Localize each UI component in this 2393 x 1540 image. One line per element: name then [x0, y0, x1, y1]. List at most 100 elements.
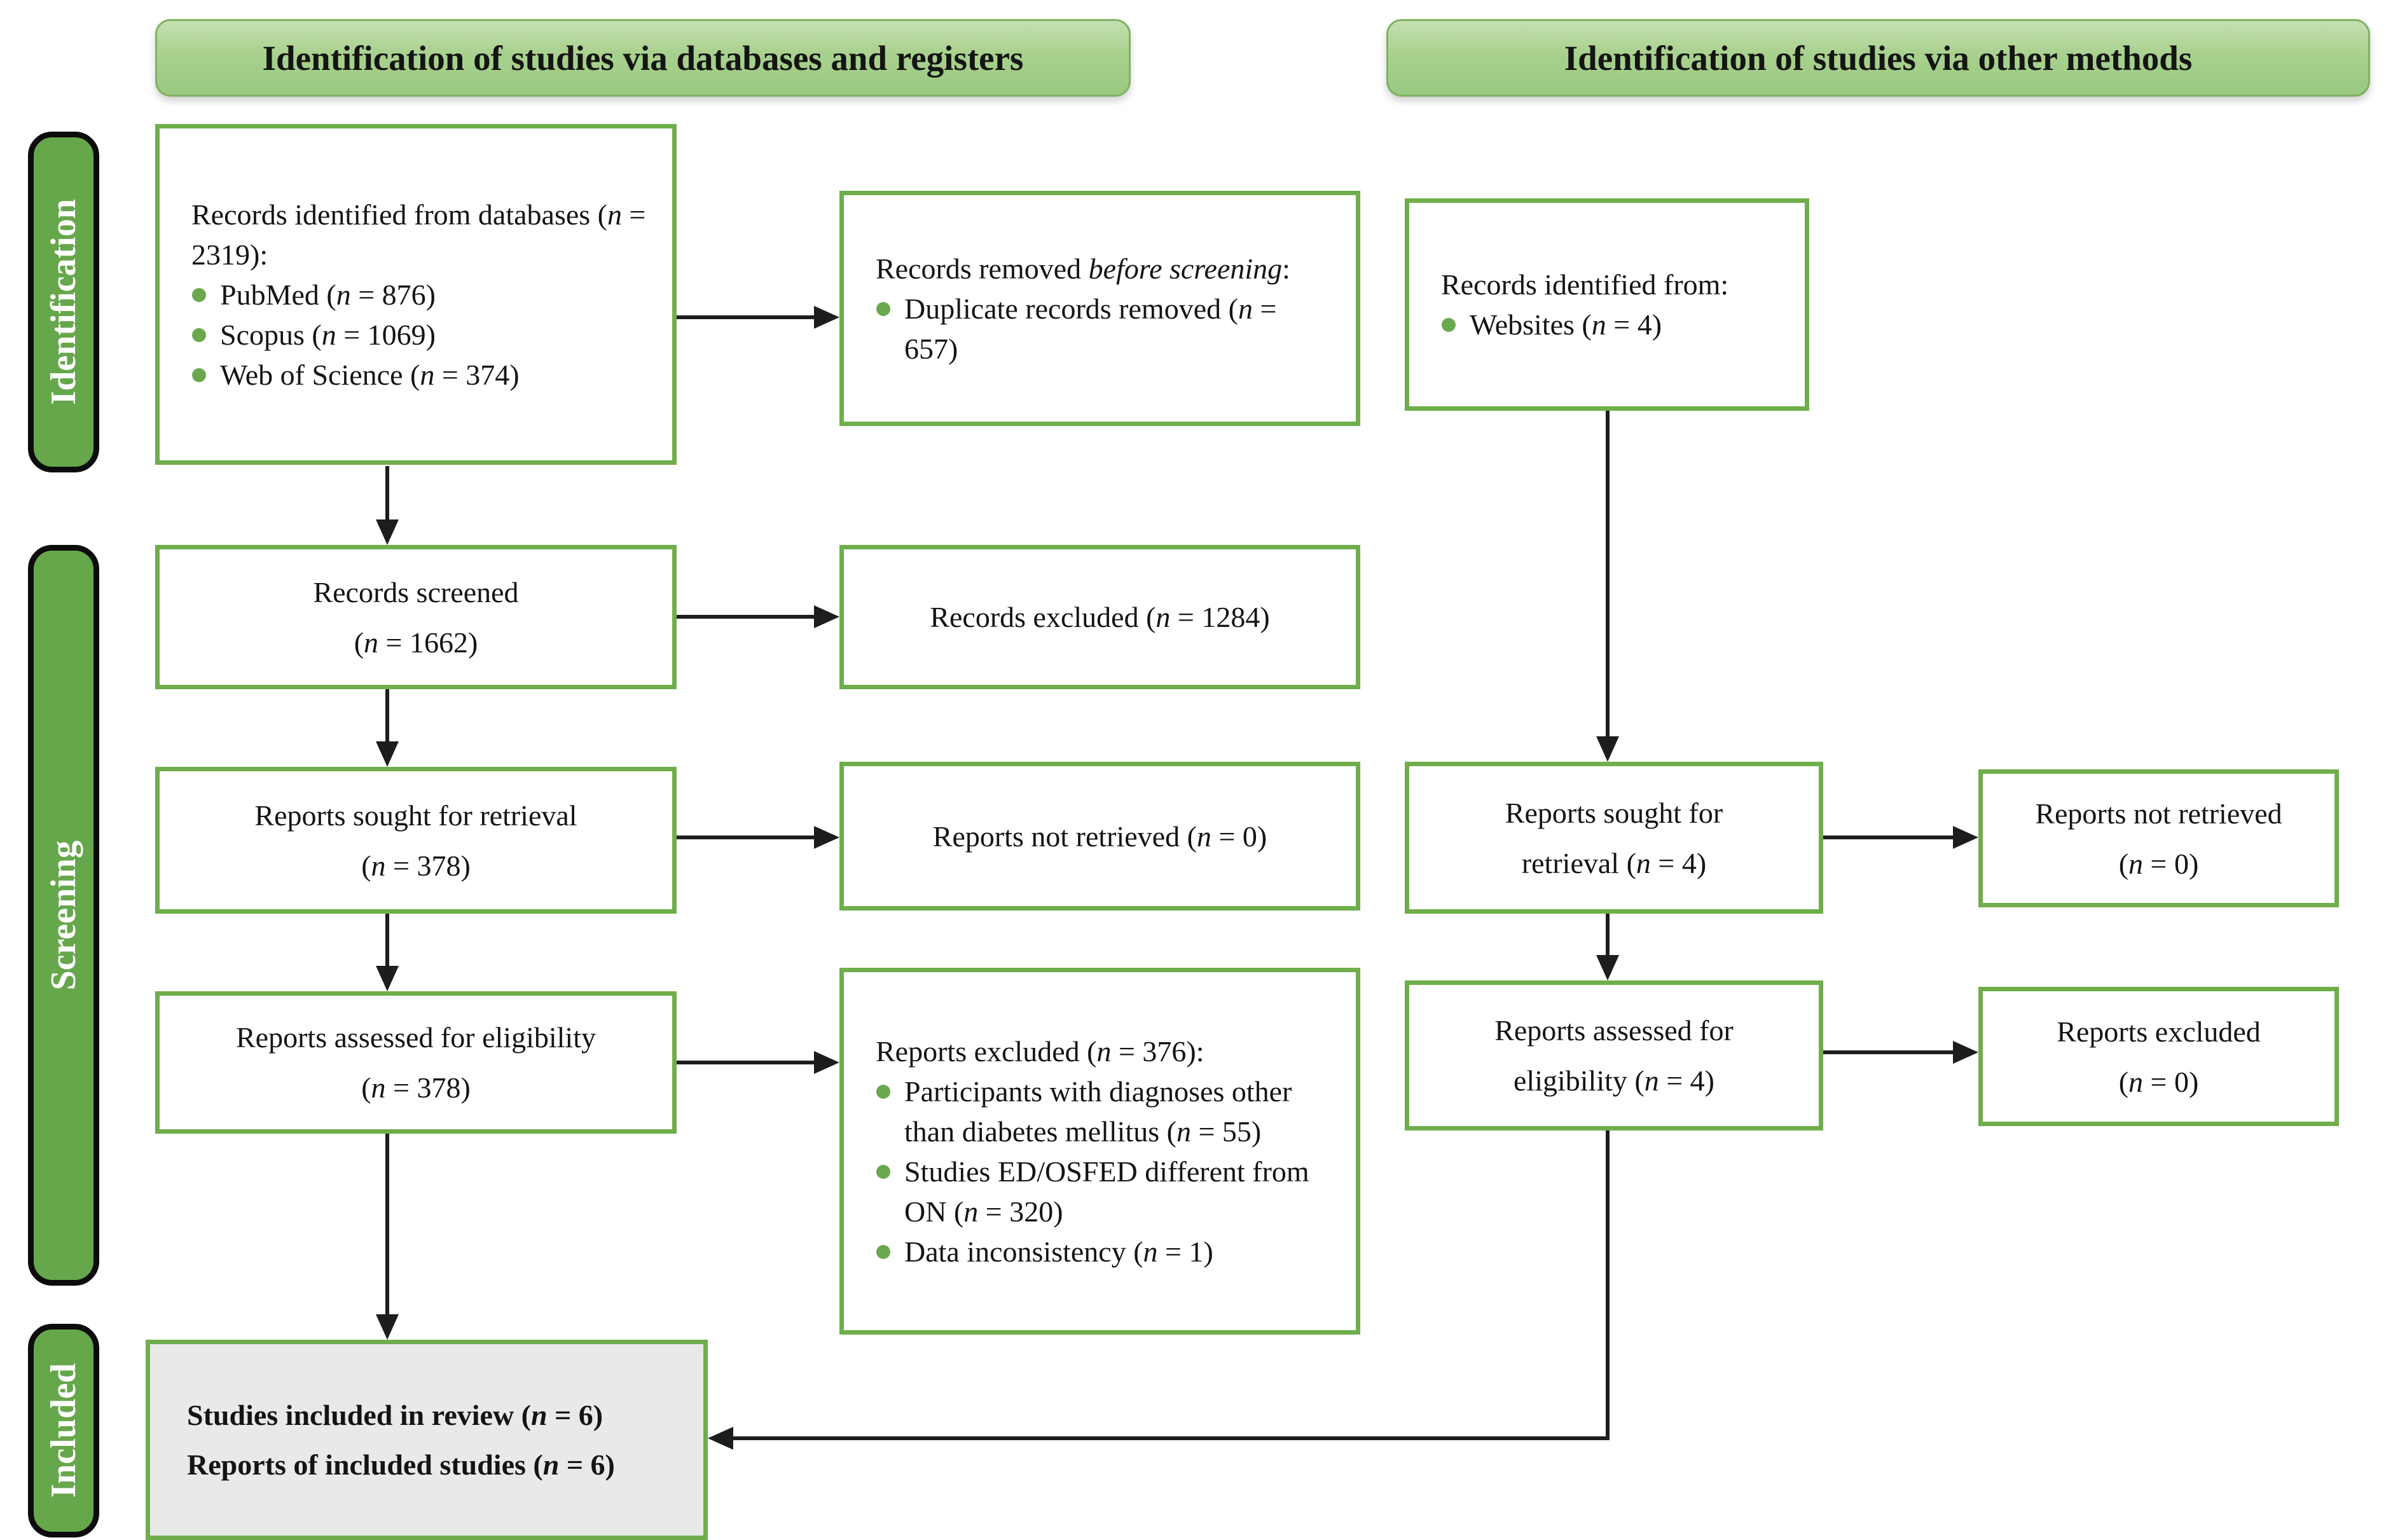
text-run: = 4)	[1606, 308, 1662, 341]
header-identification-databases: Identification of studies via databases …	[155, 19, 1131, 97]
box-title: Records removed before screening:	[876, 249, 1290, 289]
text-run: = 55)	[1190, 1115, 1262, 1148]
stage-label-included: Included	[44, 1363, 83, 1498]
text-run: (	[361, 1071, 371, 1104]
italic-text-run: n	[531, 1398, 548, 1431]
text-run: = 6)	[559, 1448, 615, 1481]
arrow-other-identified-to-sought	[1596, 411, 1619, 762]
italic-text-run: n	[1096, 1035, 1112, 1068]
text-run: (	[361, 849, 371, 882]
arrow-sought-to-not-retrieved	[677, 826, 839, 849]
bullet-text: Websites (n = 4)	[1470, 308, 1662, 341]
bullet-text: Studies ED/OSFED different from ON (n = …	[904, 1155, 1309, 1228]
text-run: = 4)	[1659, 1064, 1714, 1097]
italic-text-run: n	[1176, 1115, 1191, 1148]
text-run: = 4)	[1650, 846, 1707, 879]
text-run: = 0)	[2143, 1065, 2199, 1098]
text-run: Reports not retrieved (	[932, 820, 1197, 853]
text-run: Records excluded (	[930, 601, 1156, 633]
text-run: Reports sought for retrieval	[254, 799, 577, 832]
text-line: Records screened	[313, 567, 518, 617]
text-line: Studies included in review (n = 6)	[187, 1391, 603, 1440]
bullet-item: Web of Science (n = 374)	[191, 355, 520, 395]
bullet-list: Duplicate records removed (n = 657)	[876, 289, 1334, 369]
text-run: Studies included in review (	[187, 1398, 531, 1431]
stage-label-identification: Identification	[44, 199, 83, 405]
text-line: (n = 378)	[361, 841, 471, 891]
text-line: retrieval (n = 4)	[1522, 838, 1706, 888]
bullet-list: Websites (n = 4)	[1441, 305, 1662, 345]
bullet-text: Web of Science (n = 374)	[220, 359, 520, 391]
text-run: Records screened	[313, 575, 519, 608]
bullet-text: Participants with diagnoses other than d…	[904, 1075, 1292, 1148]
box-reports-not-retrieved-other: Reports not retrieved (n = 0)	[1978, 769, 2339, 907]
text-run: (	[2118, 847, 2129, 880]
bullet-list: Participants with diagnoses other than d…	[876, 1071, 1334, 1272]
bullet-text: Data inconsistency (n = 1)	[904, 1235, 1213, 1268]
bullet-text: Duplicate records removed (n = 657)	[904, 292, 1276, 365]
italic-text-run: n	[963, 1195, 979, 1228]
box-reports-assessed-other: Reports assessed for eligibility (n = 4)	[1405, 980, 1823, 1131]
bullet-list: PubMed (n = 876) Scopus (n = 1069) Web of …	[191, 275, 520, 395]
box-reports-not-retrieved-databases: Reports not retrieved (n = 0)	[839, 762, 1360, 911]
text-run: eligibility (	[1514, 1064, 1645, 1097]
text-line: (n = 0)	[2119, 1057, 2199, 1107]
italic-text-run: n	[1155, 601, 1171, 633]
text-run: Reports not retrieved	[2035, 797, 2282, 830]
box-title: Reports excluded (n = 376):	[876, 1031, 1204, 1071]
text-line: (n = 1662)	[354, 617, 478, 668]
text-run: Reports of included studies (	[187, 1448, 543, 1481]
text-line: Reports of included studies (n = 6)	[187, 1440, 615, 1490]
stage-bar-included: Included	[28, 1324, 99, 1537]
box-title: Records identified from:	[1441, 265, 1728, 305]
text-run: Reports assessed for	[1494, 1014, 1734, 1047]
text-run: PubMed (	[220, 278, 336, 311]
bullet-text: PubMed (n = 876)	[220, 278, 436, 311]
text-line: eligibility (n = 4)	[1514, 1055, 1714, 1106]
arrow-sought-to-assessed	[376, 914, 399, 991]
text-run: Reports excluded (	[876, 1035, 1097, 1068]
text-run: Records identified from databases (	[191, 198, 607, 231]
text-line: Reports assessed for	[1494, 1005, 1734, 1055]
text-run: = 1069)	[336, 318, 436, 351]
italic-text-run: n	[1591, 308, 1606, 341]
box-records-identified-other: Records identified from: Websites (n = 4…	[1405, 198, 1809, 411]
text-run: = 374)	[434, 358, 520, 391]
italic-text-run: n	[321, 318, 336, 351]
text-run: Reports sought for	[1505, 796, 1723, 829]
text-line: (n = 378)	[361, 1062, 471, 1113]
italic-text-run: n	[607, 198, 622, 231]
text-line: (n = 0)	[2119, 839, 2199, 889]
italic-text-run: n	[1238, 292, 1253, 325]
bullet-item: Data inconsistency (n = 1)	[876, 1232, 1334, 1272]
italic-text-run: n	[1636, 846, 1651, 879]
bullet-dot-icon	[876, 1244, 890, 1259]
bullet-item: Scopus (n = 1069)	[191, 315, 520, 355]
text-run: Records identified from:	[1441, 268, 1729, 301]
bullet-item: Websites (n = 4)	[1441, 305, 1662, 345]
text-run: = 378)	[385, 1071, 471, 1104]
arrow-other-sought-to-assessed	[1596, 914, 1619, 980]
text-run: = 376):	[1111, 1035, 1204, 1068]
arrow-identified-to-screened	[376, 466, 399, 545]
text-run: :	[1282, 252, 1290, 285]
bullet-item: PubMed (n = 876)	[191, 275, 520, 315]
stage-bar-identification: Identification	[28, 132, 99, 472]
bullet-text: Scopus (n = 1069)	[220, 319, 436, 351]
box-records-excluded: Records excluded (n = 1284)	[839, 545, 1360, 689]
text-line: Reports not retrieved	[2035, 788, 2282, 839]
box-reports-excluded-reasons: Reports excluded (n = 376): Participants…	[839, 968, 1360, 1335]
arrow-other-sought-to-not-retrieved	[1823, 826, 1978, 849]
text-run: = 1)	[1157, 1235, 1213, 1268]
italic-text-run: n	[2128, 847, 2144, 880]
box-records-screened: Records screened (n = 1662)	[155, 545, 677, 689]
box-reports-sought-other: Reports sought for retrieval (n = 4)	[1405, 762, 1823, 914]
text-run: (	[2118, 1065, 2129, 1098]
stage-label-screening: Screening	[44, 840, 83, 991]
text-run: Reports assessed for eligibility	[236, 1021, 596, 1054]
stage-bar-screening: Screening	[28, 545, 99, 1286]
text-run: Data inconsistency (	[904, 1235, 1143, 1268]
bullet-dot-icon	[876, 1084, 890, 1099]
italic-text-run: n	[1143, 1235, 1158, 1268]
